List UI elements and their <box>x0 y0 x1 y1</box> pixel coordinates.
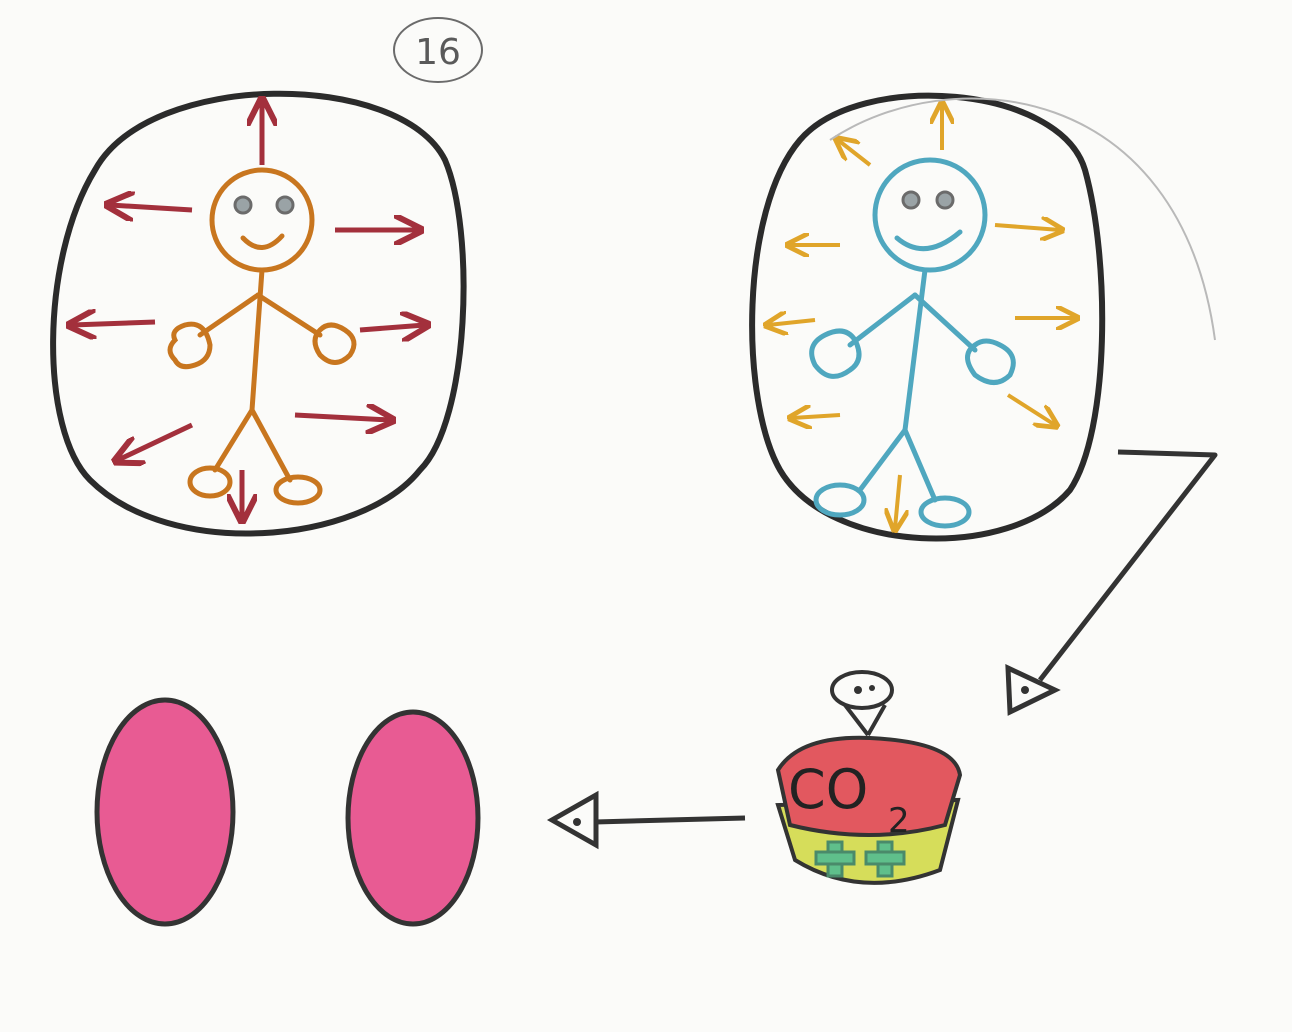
blue-stick-figure <box>812 160 1014 526</box>
red-arrow <box>360 325 425 330</box>
orange-right-hand <box>315 325 354 363</box>
orange-arrow <box>995 225 1060 230</box>
arrow-to-co2-device <box>1008 452 1215 712</box>
red-arrow <box>295 415 390 420</box>
co2-label-main: CO <box>788 758 868 821</box>
orange-arrow <box>792 415 840 418</box>
pink-cell-left <box>97 700 233 924</box>
orange-head <box>212 170 312 270</box>
red-arrow <box>72 322 155 325</box>
orange-right-foot <box>276 477 320 503</box>
faint-guide-curve <box>830 98 1215 340</box>
orange-stick-figure <box>170 170 354 503</box>
orange-arrow <box>838 140 870 165</box>
arrow-to-cells <box>552 795 745 845</box>
orange-left-hand <box>170 324 210 367</box>
blue-left-foot <box>816 485 864 515</box>
pink-cell-right <box>348 712 478 924</box>
blue-head <box>875 160 985 270</box>
orange-left-foot <box>190 468 230 496</box>
blue-left-hand <box>812 331 859 376</box>
co2-device: CO 2 <box>778 672 960 883</box>
red-arrow <box>118 425 192 460</box>
page-number-badge: 16 <box>394 18 482 82</box>
blue-right-hand <box>968 341 1014 383</box>
red-arrow <box>110 205 192 210</box>
orange-arrow <box>768 320 815 325</box>
orange-arrow <box>1008 395 1055 425</box>
co2-label-subscript: 2 <box>888 801 910 841</box>
page-number-text: 16 <box>415 32 461 73</box>
orange-arrow <box>895 475 900 528</box>
left-radiating-arrows <box>72 102 425 518</box>
blue-right-foot <box>921 498 969 526</box>
